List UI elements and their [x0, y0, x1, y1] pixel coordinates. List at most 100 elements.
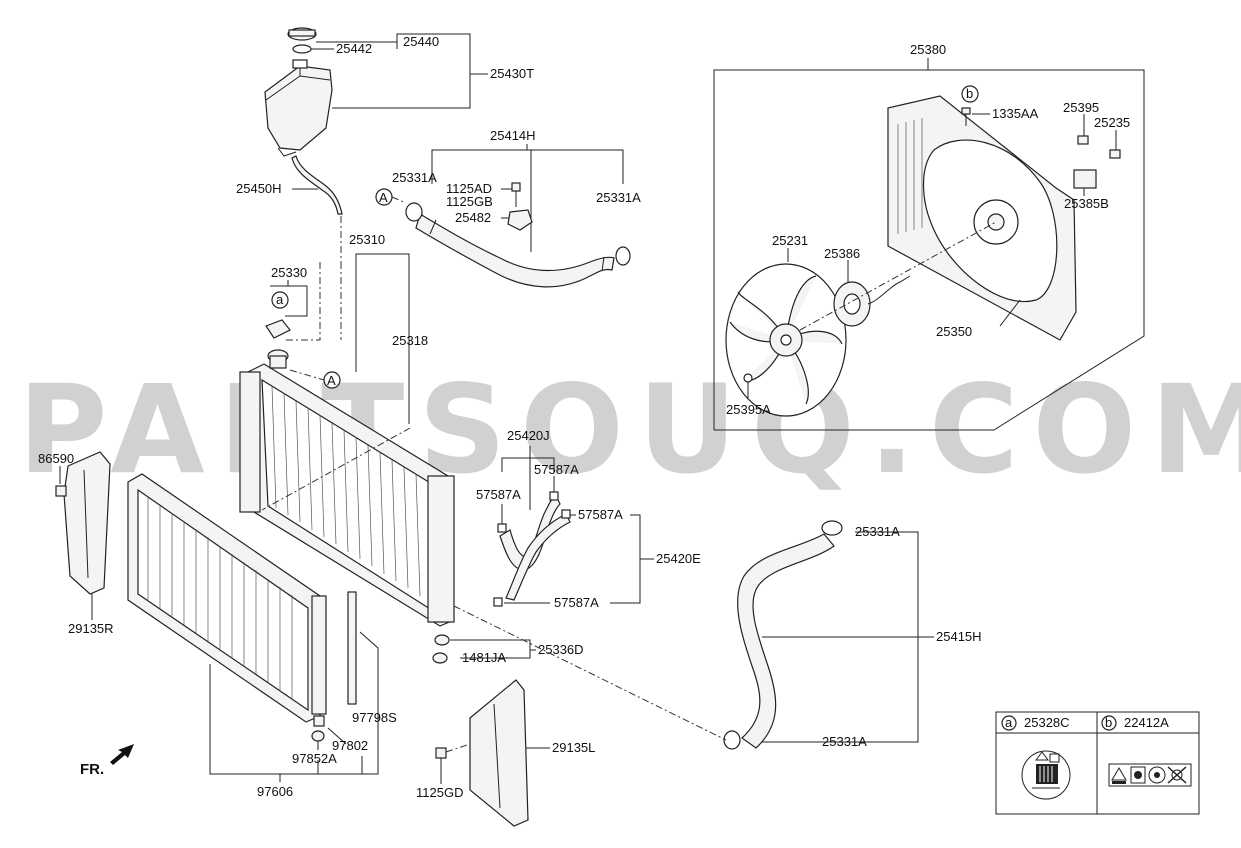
label-97852A: 97852A — [292, 751, 337, 766]
fan-shroud[interactable] — [887, 95, 1077, 341]
label-25318: 25318 — [392, 333, 428, 348]
label-25415H: 25415H — [936, 629, 982, 644]
label-25440: 25440 — [403, 34, 439, 49]
label-57587A-top-right: 57587A — [534, 462, 579, 477]
legend-table: a 25328C b 22412A — [995, 711, 1200, 815]
callout-a-radiator: A — [323, 371, 341, 389]
radiator[interactable] — [239, 349, 455, 627]
legend-symbol-b-text: b — [1105, 715, 1112, 730]
label-1125AD: 1125AD — [446, 181, 492, 196]
label-57587A-top-left: 57587A — [476, 487, 521, 502]
label-29135R: 29135R — [68, 621, 114, 636]
oil-cooler-hose-lower[interactable] — [505, 513, 571, 601]
bolt-1125GD[interactable] — [435, 747, 447, 770]
clip-57587A-1[interactable] — [549, 491, 559, 501]
label-25235: 25235 — [1094, 115, 1130, 130]
label-25331A-upper-left: 25331A — [392, 170, 437, 185]
label-1481JA: 1481JA — [462, 650, 506, 665]
drier-plug-97852A[interactable] — [311, 730, 325, 742]
air-guard-right[interactable] — [63, 451, 111, 595]
callout-a-upper-text: A — [379, 190, 388, 205]
receiver-drier[interactable] — [311, 595, 327, 715]
label-25482: 25482 — [455, 210, 491, 225]
label-25395A: 25395A — [726, 402, 771, 417]
radiator-cap[interactable] — [265, 319, 291, 339]
label-57587A-middle: 57587A — [578, 507, 623, 522]
label-97802: 97802 — [332, 738, 368, 753]
radiator-cap-label-icon — [1021, 750, 1071, 800]
label-25331A-lower-top: 25331A — [855, 524, 900, 539]
legend-symbol-b: b — [1101, 715, 1117, 731]
legend-symbol-a-text: a — [1005, 715, 1013, 730]
label-25231: 25231 — [772, 233, 808, 248]
bolt-25235[interactable] — [1109, 149, 1121, 159]
drain-plug-1481JA[interactable] — [432, 652, 448, 664]
label-1125GD: 1125GD — [416, 785, 463, 800]
callout-a-radiator-text: A — [327, 373, 336, 388]
legend-part-a: 25328C — [1024, 715, 1070, 730]
legend-symbol-a: a — [1001, 715, 1017, 731]
hose-clamp-lower-bottom[interactable] — [723, 730, 741, 750]
label-25385B: 25385B — [1064, 196, 1109, 211]
clip-57587A-4[interactable] — [493, 597, 503, 607]
label-25430T: 25430T — [490, 66, 534, 81]
reservoir-tank[interactable] — [264, 59, 333, 157]
desiccant-97798S[interactable] — [347, 591, 357, 705]
bolt-1125AD[interactable] — [511, 182, 521, 207]
fan-warning-label-icon — [1108, 763, 1192, 787]
symbol-a-radiator-cap-text: a — [276, 292, 284, 307]
hose-clamp-upper-left[interactable] — [405, 202, 423, 222]
front-direction-arrow-icon — [110, 744, 134, 765]
fan-motor[interactable] — [833, 275, 911, 327]
symbol-b-shroud: b — [961, 85, 979, 103]
front-direction-label: FR. — [80, 761, 104, 778]
label-25336D: 25336D — [538, 642, 584, 657]
overflow-hose[interactable] — [291, 155, 343, 215]
label-1125GB: 1125GB — [446, 194, 493, 209]
label-25331A-lower-bottom: 25331A — [822, 734, 867, 749]
clip-57587A-3[interactable] — [561, 509, 571, 519]
condenser[interactable] — [127, 473, 321, 723]
air-guard-left[interactable] — [469, 679, 529, 827]
label-57587A-bottom: 57587A — [554, 595, 599, 610]
label-25330: 25330 — [271, 265, 307, 280]
lower-hose[interactable] — [737, 533, 835, 749]
label-97798S: 97798S — [352, 710, 397, 725]
label-25331A-upper-right: 25331A — [596, 190, 641, 205]
label-29135L: 29135L — [552, 740, 595, 755]
label-25450H: 25450H — [236, 181, 282, 196]
cooling-fan[interactable] — [725, 263, 847, 417]
symbol-b-shroud-text: b — [966, 86, 973, 101]
hose-clamp-upper-right[interactable] — [615, 246, 631, 266]
reservoir-cap[interactable] — [287, 27, 317, 54]
resistor-25385B[interactable] — [1073, 169, 1097, 189]
clip-57587A-2[interactable] — [497, 523, 507, 533]
label-25310: 25310 — [349, 232, 385, 247]
label-86590: 86590 — [38, 451, 74, 466]
hose-clamp-lower-top[interactable] — [821, 520, 843, 536]
label-25420E: 25420E — [656, 551, 701, 566]
drier-cap-97802[interactable] — [313, 715, 325, 727]
label-25350: 25350 — [936, 324, 972, 339]
front-direction-indicator: FR. — [80, 744, 134, 778]
label-25414H: 25414H — [490, 128, 536, 143]
hose-bracket-25482[interactable] — [507, 209, 533, 231]
callout-a-upper: A — [375, 188, 393, 206]
clip-25395A[interactable] — [743, 373, 753, 383]
drain-plug-seal[interactable] — [434, 634, 450, 646]
label-25380: 25380 — [910, 42, 946, 57]
label-25395: 25395 — [1063, 100, 1099, 115]
screw-1335AA[interactable] — [961, 107, 971, 126]
upper-hose[interactable] — [415, 213, 615, 288]
bolt-25395[interactable] — [1077, 135, 1089, 145]
watermark-text: PARTSOUQ.COM — [18, 359, 1241, 501]
label-25386: 25386 — [824, 246, 860, 261]
symbol-a-radiator-cap: a — [271, 291, 289, 309]
label-97606: 97606 — [257, 784, 293, 799]
label-25442: 25442 — [336, 41, 372, 56]
label-25420J: 25420J — [507, 428, 550, 443]
label-1335AA: 1335AA — [992, 106, 1039, 121]
legend-part-b: 22412A — [1124, 715, 1169, 730]
bolt-86590[interactable] — [55, 485, 67, 497]
